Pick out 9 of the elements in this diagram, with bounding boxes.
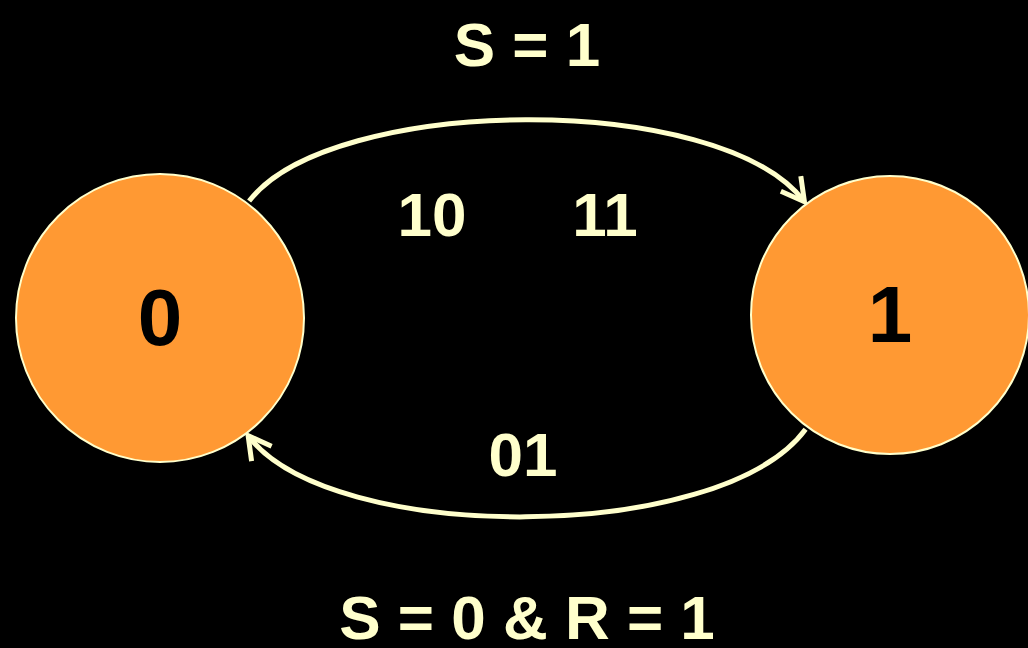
input-code: 01 — [488, 424, 558, 486]
arrow — [245, 427, 808, 520]
state-circle: 1 — [750, 175, 1028, 455]
arrow — [247, 117, 807, 205]
state-circle: 0 — [15, 173, 305, 463]
edge-label: S = 1 — [453, 14, 601, 76]
input-code: 11 — [572, 184, 638, 246]
input-code: 10 — [397, 184, 467, 246]
edge-label: S = 0 & R = 1 — [339, 587, 715, 648]
